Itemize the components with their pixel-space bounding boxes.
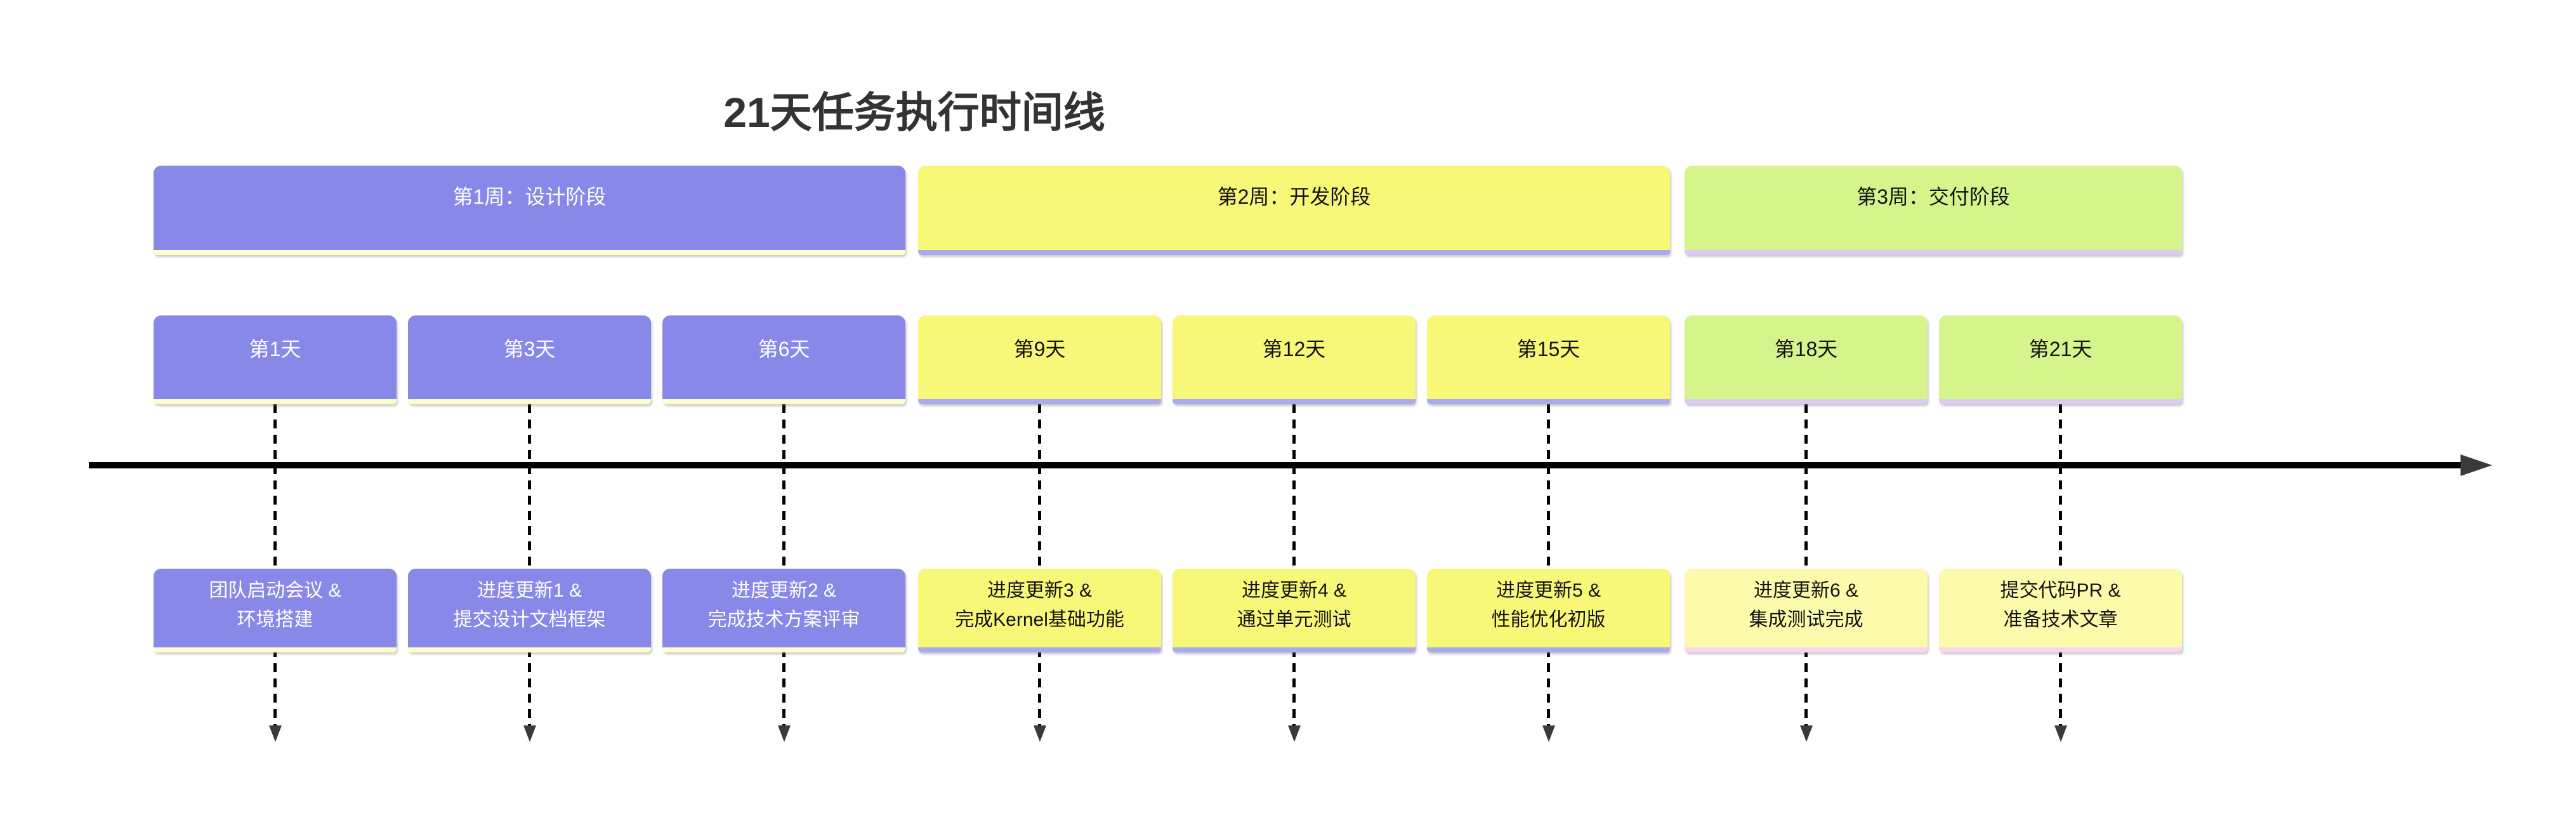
dashed-connector-6: [1547, 404, 1550, 725]
dashed-connector-3: [782, 404, 785, 725]
right-arrowhead-icon: [2461, 454, 2492, 476]
day-marker-15: 第15天: [1427, 315, 1670, 404]
down-arrowhead-icon: [1288, 725, 1301, 742]
task-line2: 完成技术方案评审: [707, 609, 860, 630]
task-box-7: 进度更新6 & 集成测试完成: [1685, 569, 1928, 652]
task-box-5: 进度更新4 & 通过单元测试: [1173, 569, 1416, 652]
task-line1: 团队启动会议 &: [209, 580, 341, 601]
dashed-connector-4: [1038, 404, 1041, 725]
day-marker-12: 第12天: [1173, 315, 1416, 404]
down-arrowhead-icon: [1800, 725, 1813, 742]
task-line2: 环境搭建: [237, 609, 313, 630]
task-line2: 通过单元测试: [1237, 609, 1351, 630]
day-label: 第3天: [503, 338, 556, 361]
day-label: 第6天: [758, 338, 810, 361]
task-line1: 进度更新2 &: [731, 580, 837, 601]
dashed-connector-2: [528, 404, 531, 725]
day-label: 第12天: [1262, 338, 1326, 361]
phase-label: 第1周：设计阶段: [452, 185, 607, 208]
task-line2: 准备技术文章: [2003, 609, 2118, 630]
dashed-connector-1: [273, 404, 277, 725]
task-line2: 提交设计文档框架: [453, 609, 606, 630]
down-arrowhead-icon: [523, 725, 536, 742]
day-label: 第1天: [249, 338, 301, 361]
day-label: 第21天: [2028, 338, 2093, 361]
day-label: 第9天: [1013, 338, 1066, 361]
task-line1: 进度更新5 &: [1495, 580, 1601, 601]
day-marker-9: 第9天: [918, 315, 1161, 404]
task-line2: 性能优化初版: [1491, 609, 1606, 630]
timeline-axis: [89, 462, 2462, 468]
task-box-3: 进度更新2 & 完成技术方案评审: [662, 569, 905, 652]
diagram-title: 21天任务执行时间线: [723, 89, 1105, 136]
task-line1: 进度更新6 &: [1753, 580, 1859, 601]
dashed-connector-7: [1804, 404, 1808, 725]
phase-bar-week1: 第1周：设计阶段: [154, 166, 905, 255]
task-box-4: 进度更新3 & 完成Kernel基础功能: [918, 569, 1161, 652]
phase-bar-week3: 第3周：交付阶段: [1685, 166, 2182, 255]
down-arrowhead-icon: [778, 725, 791, 742]
day-marker-18: 第18天: [1685, 315, 1928, 404]
task-line1: 提交代码PR &: [2000, 580, 2121, 601]
task-line1: 进度更新1 &: [476, 580, 582, 601]
down-arrowhead-icon: [269, 725, 282, 742]
down-arrowhead-icon: [2054, 725, 2067, 742]
day-marker-6: 第6天: [662, 315, 905, 404]
day-label: 第15天: [1516, 338, 1580, 361]
phase-label: 第2周：开发阶段: [1217, 185, 1371, 208]
down-arrowhead-icon: [1034, 725, 1046, 742]
phase-bar-week2: 第2周：开发阶段: [918, 166, 1670, 255]
day-marker-1: 第1天: [154, 315, 397, 404]
day-marker-3: 第3天: [408, 315, 651, 404]
task-box-6: 进度更新5 & 性能优化初版: [1427, 569, 1670, 652]
task-box-1: 团队启动会议 & 环境搭建: [154, 569, 397, 652]
task-line1: 进度更新3 &: [987, 580, 1093, 601]
task-box-8: 提交代码PR & 准备技术文章: [1939, 569, 2182, 652]
day-label: 第18天: [1774, 338, 1838, 361]
dashed-connector-8: [2059, 404, 2062, 725]
day-marker-21: 第21天: [1939, 315, 2182, 404]
task-line2: 完成Kernel基础功能: [955, 609, 1124, 630]
task-line1: 进度更新4 &: [1241, 580, 1347, 601]
phase-label: 第3周：交付阶段: [1856, 185, 2010, 208]
task-box-2: 进度更新1 & 提交设计文档框架: [408, 569, 651, 652]
task-line2: 集成测试完成: [1749, 609, 1863, 630]
dashed-connector-5: [1292, 404, 1296, 725]
down-arrowhead-icon: [1542, 725, 1555, 742]
